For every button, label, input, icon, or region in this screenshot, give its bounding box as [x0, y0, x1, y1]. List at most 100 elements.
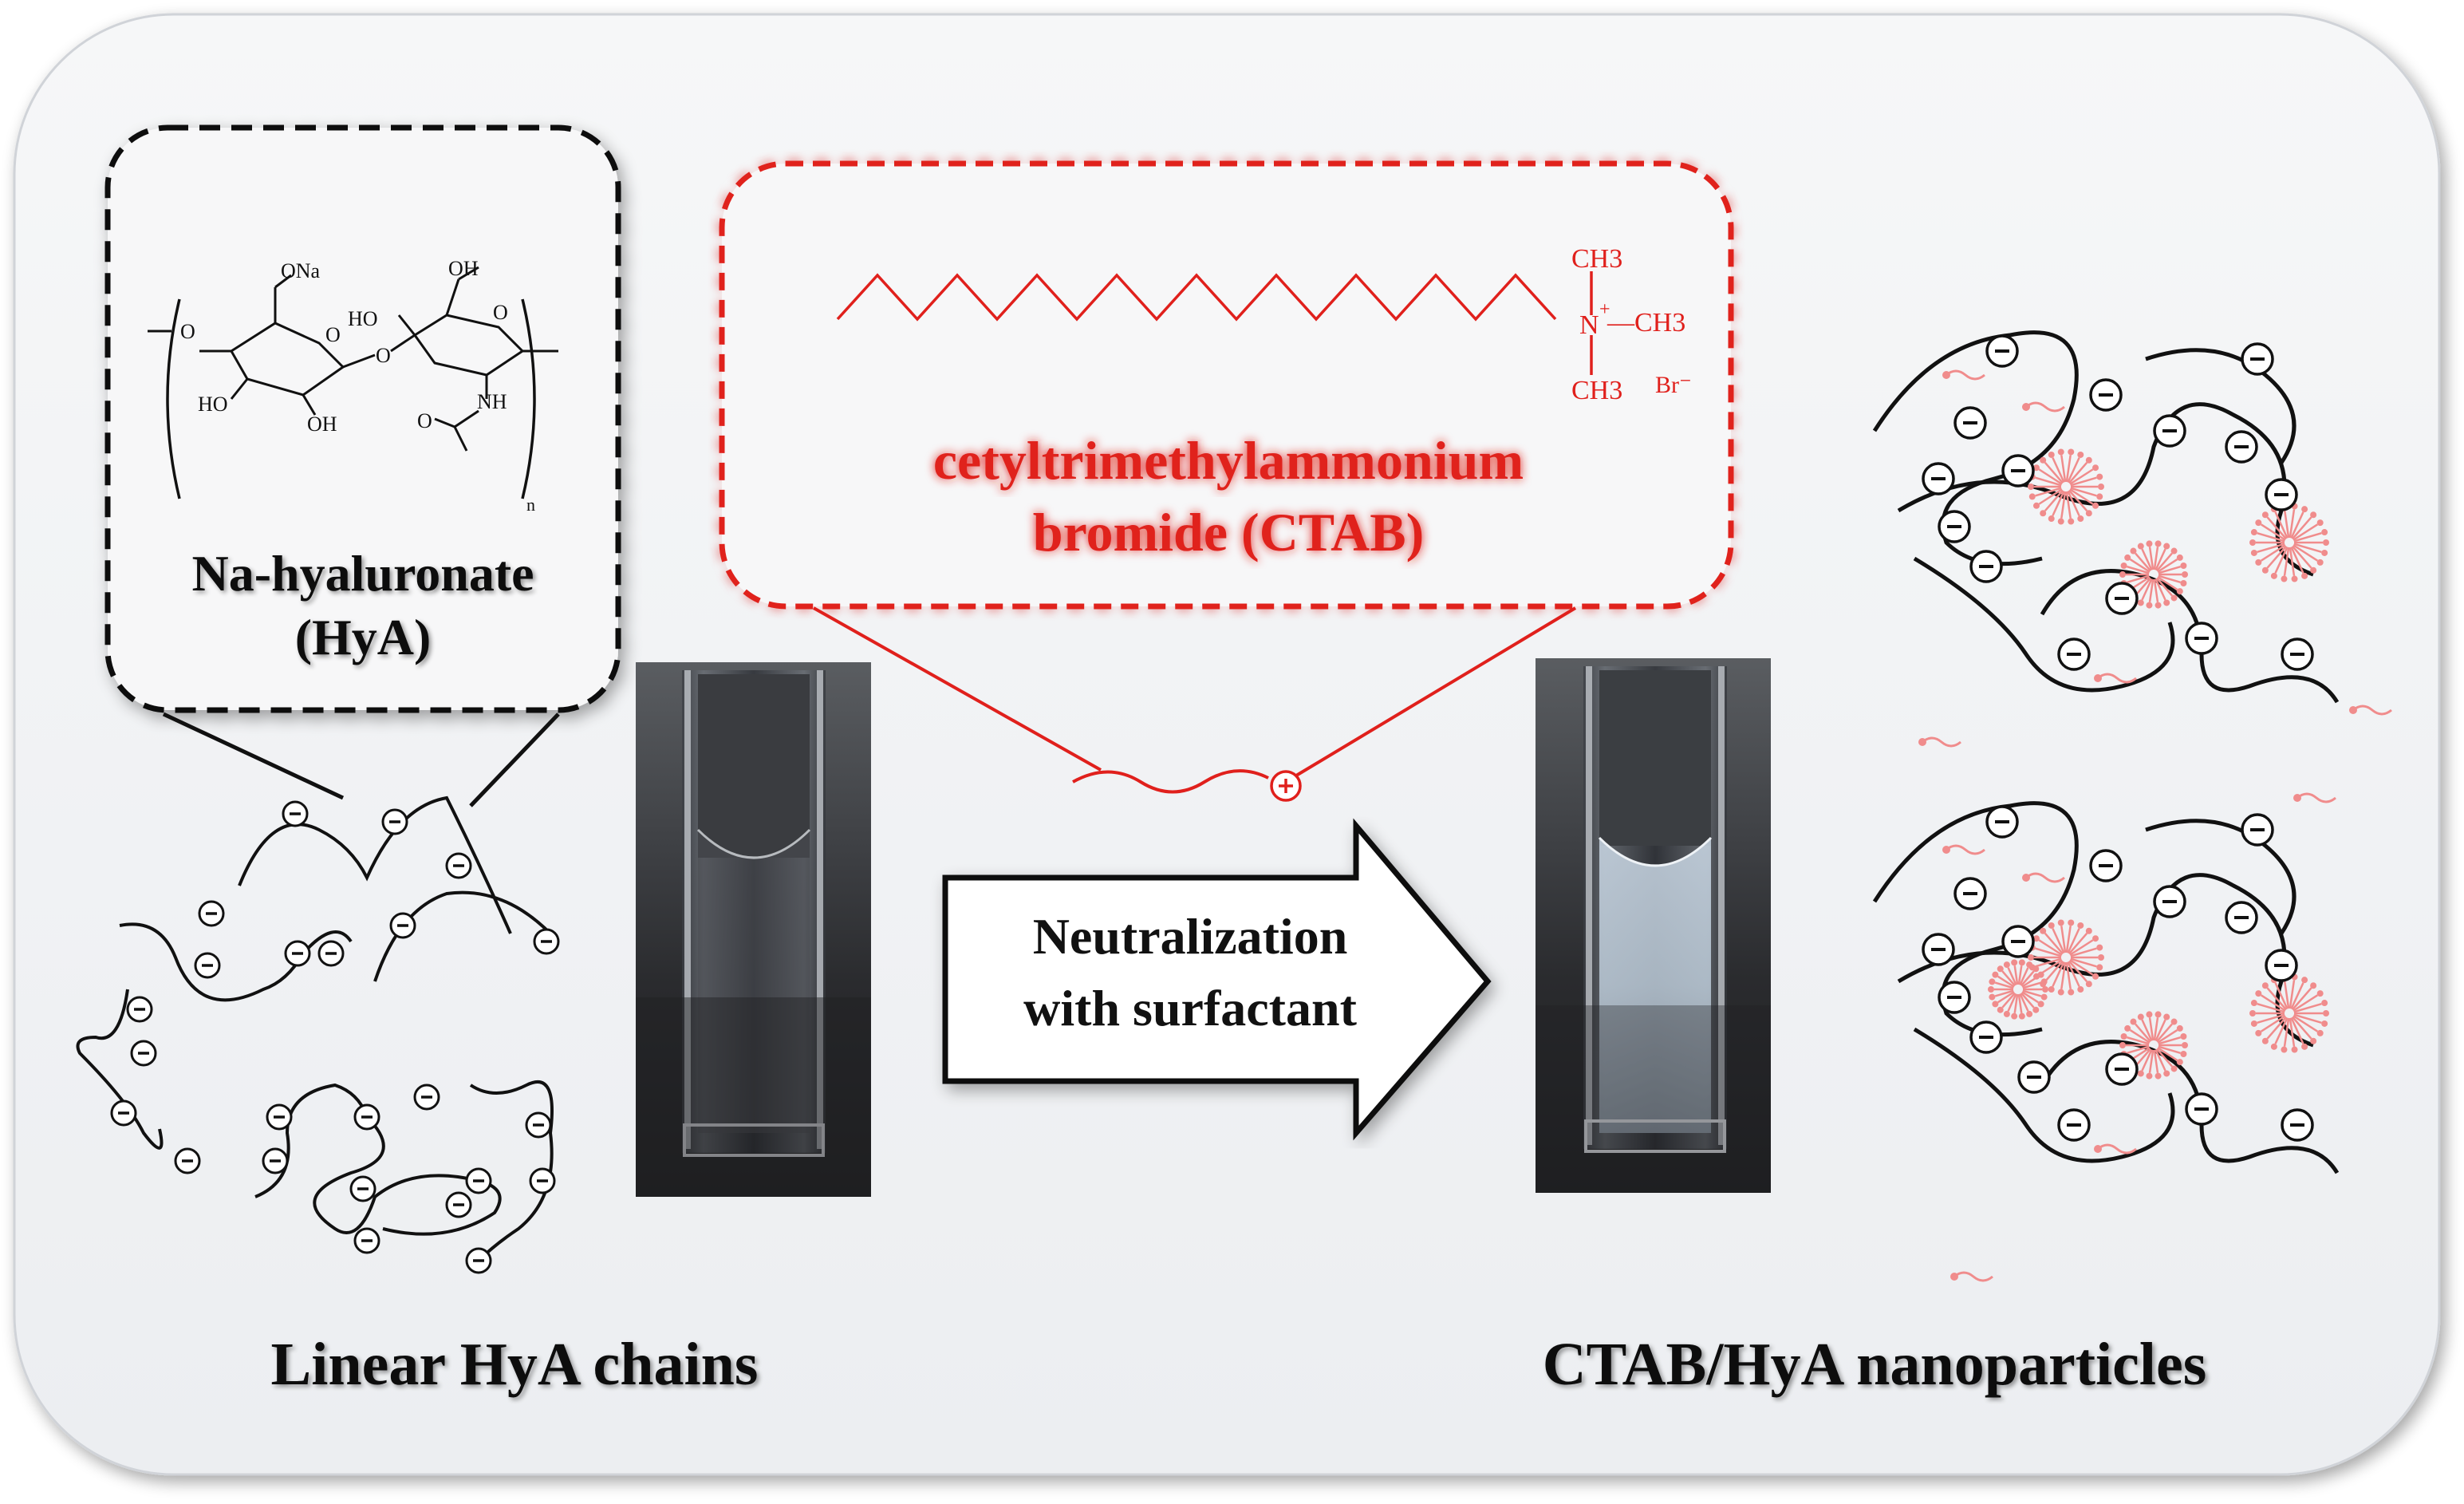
cuvette-clear: [636, 662, 871, 1197]
hya-name-line1: Na-hyaluronate: [191, 545, 534, 602]
nanoparticle-negative-charge: [2001, 925, 2035, 958]
o-amide-label: O: [417, 409, 432, 432]
chain-4: [76, 989, 164, 1150]
hya-callout: ONa HO OH HO OH NH O O O O O n Na-hyalur…: [104, 124, 621, 807]
chain-negative-charge: [282, 800, 309, 827]
nanoparticle-micelles-and-charges: [1918, 334, 2392, 1282]
chain-negative-charge: [389, 912, 416, 939]
nanoparticle-negative-charge: [1922, 933, 1955, 966]
free-surfactant-head: [2094, 674, 2102, 682]
nanoparticle-negative-charge: [2281, 638, 2314, 671]
ona-label: ONa: [281, 259, 321, 282]
process-arrow: Neutralization with surfactant: [942, 818, 1492, 1141]
chain-negative-charge: [262, 1147, 289, 1174]
ch3-right: —CH3: [1607, 308, 1685, 338]
chain-negative-charge: [445, 852, 472, 879]
nanoparticle-negative-charge: [1985, 334, 2019, 368]
chain-negative-charge: [533, 928, 560, 955]
chain-negative-charge: [381, 808, 408, 835]
free-surfactant: [1946, 369, 1985, 381]
caption-nanoparticles: CTAB/HyA nanoparticles: [1543, 1331, 2207, 1398]
nanoparticle-negative-charge: [2153, 414, 2186, 448]
chain-negative-charge: [525, 1111, 552, 1139]
free-surfactant: [2097, 673, 2137, 684]
nanoparticle-negative-charge: [1938, 981, 1971, 1014]
free-surfactant-head: [2022, 403, 2030, 411]
nh-label: NH: [477, 390, 507, 413]
oh-bottom-label: OH: [307, 413, 337, 436]
nanoparticle-negative-charge: [2225, 901, 2258, 934]
nanoparticle-negative-charge: [2105, 1052, 2139, 1086]
free-surfactant: [2097, 1143, 2137, 1155]
free-surfactant-head: [2094, 1145, 2102, 1153]
free-surfactant-head: [1918, 738, 1926, 746]
o-ring2-label: O: [493, 301, 508, 324]
chain-negative-charge: [465, 1167, 492, 1194]
free-surfactant: [1946, 844, 1985, 855]
ctab-micelle: [2028, 919, 2104, 996]
linear-hya-chains: [76, 795, 555, 1262]
chain-negative-charge: [317, 940, 345, 967]
nanoparticle-negative-charge: [2057, 638, 2091, 671]
chain-5: [254, 1083, 502, 1236]
hya-structure: [148, 266, 558, 499]
o-left-label: O: [180, 320, 195, 343]
nanoparticle-negative-charge: [2265, 949, 2298, 982]
chain-negative-charge: [266, 1103, 293, 1131]
surfactant-molecule: [1072, 769, 1302, 802]
nanoparticle-negative-charge: [2017, 1060, 2051, 1094]
nanoparticle-negative-charge: [1953, 877, 1987, 910]
arrow-label-line1: Neutralization: [1033, 908, 1348, 965]
chain-negative-charge: [349, 1175, 376, 1202]
chain-negative-charge: [110, 1099, 137, 1127]
nanoparticle-negative-charge: [2265, 478, 2298, 511]
ctab-micelle: [2249, 973, 2329, 1053]
oh-top-label: OH: [448, 257, 479, 280]
nanoparticle-negative-charge: [2225, 430, 2258, 464]
hya-name-line2: (HyA): [295, 609, 432, 665]
nanoparticle-negative-charge: [2185, 622, 2218, 655]
free-surfactant: [2025, 401, 2065, 413]
nanoparticle-negative-charge: [1922, 462, 1955, 495]
chain-negative-charge: [413, 1084, 440, 1111]
ho-top-label: HO: [348, 307, 378, 330]
chain-negative-charge: [529, 1167, 556, 1194]
nanoparticle-negative-charge: [2241, 342, 2274, 376]
free-surfactant-head: [1942, 371, 1950, 379]
nanoparticle-negative-charge: [2185, 1092, 2218, 1126]
ctab-callout-box: [719, 160, 1734, 610]
n-plus-atom: N: [1579, 310, 1599, 340]
free-surfactant-head: [1942, 846, 1950, 854]
left-bracket: [166, 298, 181, 499]
nanoparticle-negative-charge: [2281, 1108, 2314, 1142]
right-bracket: [521, 298, 536, 499]
chain-2: [119, 922, 353, 1002]
chain-negative-charge: [353, 1103, 380, 1131]
chain-6: [469, 1080, 554, 1262]
hya-leader-right: [469, 713, 560, 807]
chain-negative-charge: [194, 952, 221, 979]
ch3-bottom: CH3: [1571, 376, 1622, 405]
free-surfactant-head: [1950, 1273, 1958, 1281]
free-surfactant-head: [2349, 706, 2357, 714]
chain-negative-charge: [445, 1191, 472, 1218]
chain-negative-charge: [284, 940, 311, 967]
free-surfactant: [2352, 705, 2392, 716]
ctab-micelle: [2249, 503, 2329, 582]
o-bridge-label: O: [376, 344, 391, 367]
ctab-leader-right: [1291, 606, 1577, 780]
nanoparticle-negative-charge: [2089, 378, 2123, 412]
ctab-name-line2: bromide (CTAB): [1033, 502, 1424, 563]
o-ring1-label: O: [325, 323, 341, 346]
n-subscript: n: [526, 495, 535, 515]
chain-1: [238, 795, 512, 934]
nanoparticle-negative-charge: [2057, 1108, 2091, 1142]
chain-negative-charge: [465, 1247, 492, 1274]
free-surfactant: [1953, 1271, 1993, 1282]
ctab-micelle: [1988, 959, 2048, 1020]
bromide-counterion: Br⁻: [1655, 372, 1692, 398]
nanoparticle-negative-charge: [2153, 885, 2186, 918]
hya-callout-box: [104, 124, 621, 713]
nanoparticle-negative-charge: [1985, 805, 2019, 839]
